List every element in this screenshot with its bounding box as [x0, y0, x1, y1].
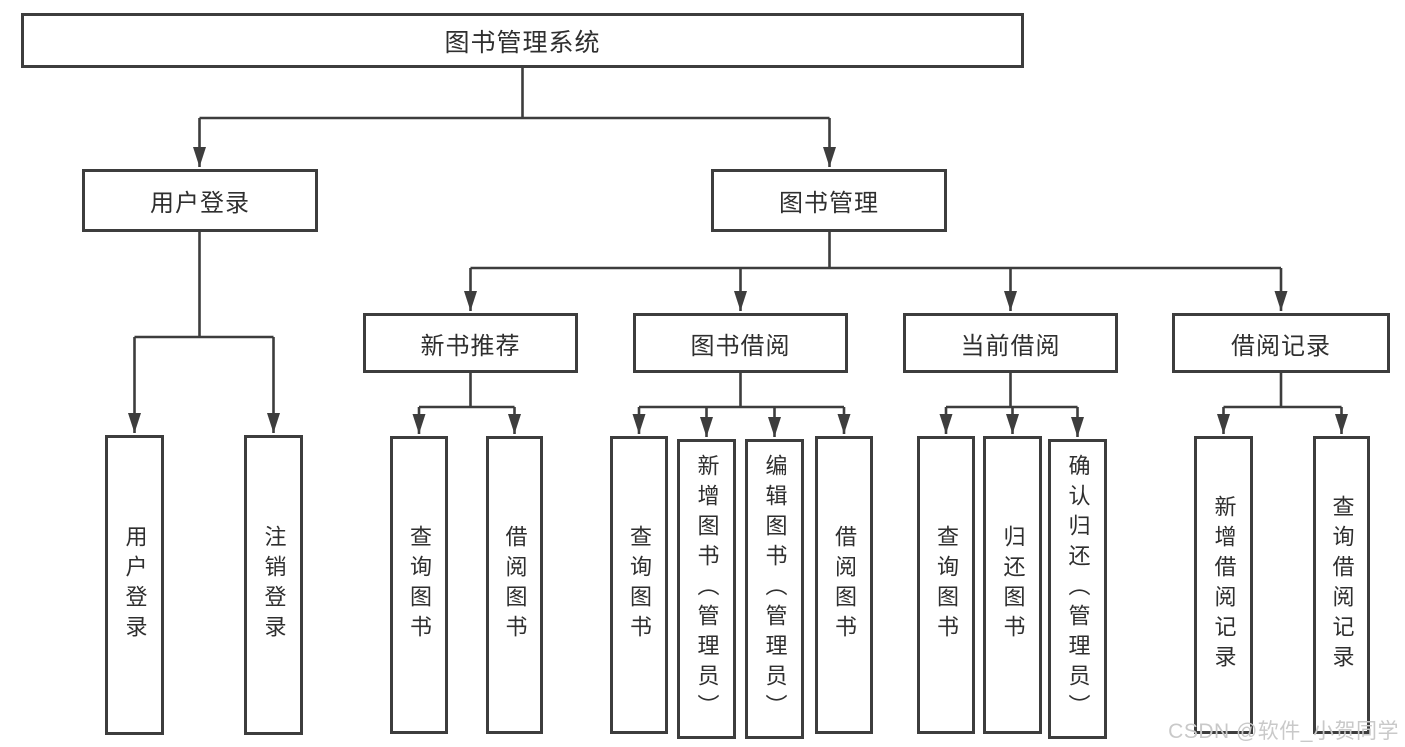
leaf-label: 新增图书（管理员） [694, 454, 720, 724]
leaf-label: 编辑图书（管理员） [762, 454, 788, 724]
node-book-borrowing: 图书借阅 [633, 313, 848, 373]
leaf-edit-book-admin: 编辑图书（管理员） [745, 439, 804, 739]
leaf-borrow-books: 借阅图书 [815, 436, 873, 734]
leaf-add-book-admin: 新增图书（管理员） [677, 439, 736, 739]
leaf-confirm-return-admin: 确认归还（管理员） [1048, 439, 1107, 739]
node-borrowing-records: 借阅记录 [1172, 313, 1390, 373]
leaf-label: 查询图书 [407, 525, 432, 645]
leaf-label: 借阅图书 [832, 525, 857, 645]
node-new-book-recommendation: 新书推荐 [363, 313, 578, 373]
leaf-query-books: 查询图书 [390, 436, 448, 734]
leaf-label: 查询图书 [627, 525, 652, 645]
node-book-management: 图书管理 [711, 169, 947, 232]
leaf-return-books: 归还图书 [983, 436, 1042, 734]
leaf-label: 借阅图书 [502, 525, 528, 645]
leaf-query-books: 查询图书 [917, 436, 975, 734]
leaf-label: 归还图书 [1000, 525, 1026, 645]
leaf-user-login: 用户登录 [105, 435, 164, 735]
leaf-logout: 注销登录 [244, 435, 303, 735]
leaf-borrow-books: 借阅图书 [486, 436, 543, 734]
leaf-label: 用户登录 [122, 525, 148, 645]
leaf-label: 查询图书 [934, 525, 959, 645]
leaf-label: 查询借阅记录 [1329, 495, 1355, 675]
leaf-label: 注销登录 [261, 525, 287, 645]
leaf-query-books: 查询图书 [610, 436, 668, 734]
leaf-query-borrow-record: 查询借阅记录 [1313, 436, 1370, 734]
leaf-label: 确认归还（管理员） [1065, 454, 1091, 724]
leaf-add-borrow-record: 新增借阅记录 [1194, 436, 1253, 734]
node-current-borrowing: 当前借阅 [903, 313, 1118, 373]
leaf-label: 新增借阅记录 [1211, 495, 1237, 675]
connector-path [134, 64, 1342, 409]
watermark-text: CSDN @软件_小贺同学 [1168, 720, 1399, 743]
node-library-system: 图书管理系统 [21, 13, 1024, 68]
node-user-login: 用户登录 [82, 169, 318, 232]
